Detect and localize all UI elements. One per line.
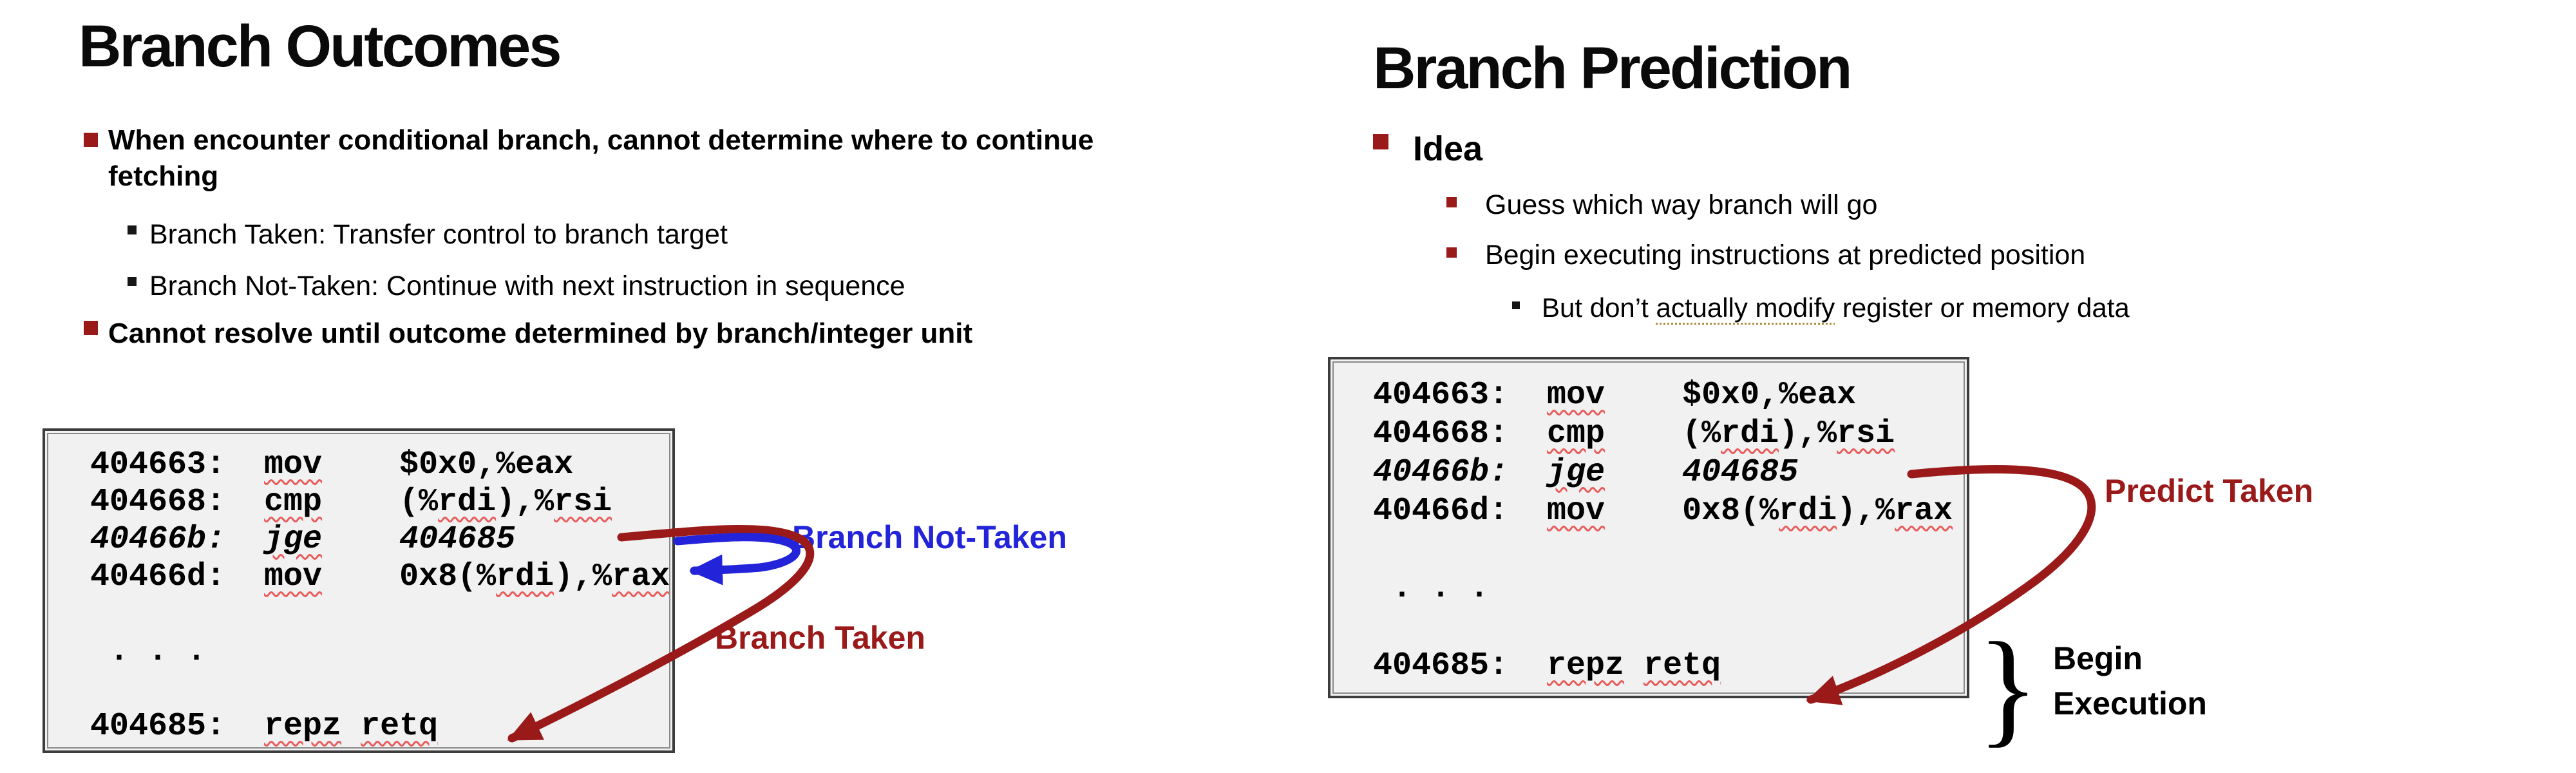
code-mnemonic: jge: [1547, 454, 1605, 491]
predict-taken-label: Predict Taken: [2105, 473, 2314, 509]
bullet-text: register or memory data: [1835, 292, 2130, 323]
code-operand: ),%: [1779, 415, 1837, 452]
code-mnemonic: mov: [1547, 493, 1605, 530]
code-blank-line: [90, 671, 672, 708]
code-register: rdi: [438, 484, 497, 520]
code-operand: $0x0,%eax: [322, 446, 574, 483]
code-operand: ),%: [496, 484, 554, 520]
code-ellipsis-line: . . .: [90, 633, 207, 670]
code-address: 40466d:: [90, 558, 265, 595]
code-ellipsis-line: . . .: [1373, 570, 1490, 607]
code-address: 40466b:: [90, 521, 265, 558]
code-mnemonic: repz: [1547, 647, 1625, 684]
code-mnemonic: mov: [264, 558, 323, 595]
left-code-box: 404663: mov $0x0,%eax 404668: cmp (%rdi)…: [43, 428, 675, 753]
code-mnemonic: repz: [264, 708, 342, 745]
left-slide-title: Branch Outcomes: [79, 14, 562, 79]
code-address: 40466b:: [1373, 454, 1548, 491]
bullet-text: When encounter conditional branch, canno…: [108, 124, 1094, 156]
code-blank-line: [1373, 608, 1967, 647]
begin-label: Begin: [2053, 640, 2143, 676]
code-mnemonic: mov: [1547, 377, 1605, 414]
bullet-text-underlined: actually modify: [1656, 292, 1835, 323]
code-mnemonic: jge: [264, 521, 323, 558]
bullet-item: Branch Not-Taken: Continue with next ins…: [149, 271, 905, 301]
code-address: 404668:: [90, 484, 265, 520]
right-slide-title: Branch Prediction: [1373, 35, 1852, 101]
code-line: 404685: repz retq: [1373, 647, 1967, 685]
code-register: rax: [612, 558, 670, 595]
code-address: 404663:: [1373, 377, 1548, 414]
branch-taken-label: Branch Taken: [715, 620, 925, 656]
code-space: [341, 708, 361, 745]
bullet-item: Cannot resolve until outcome determined …: [108, 318, 973, 349]
code-address: 40466d:: [1373, 493, 1548, 530]
code-line-jge: 40466b: jge 404685: [1373, 453, 1967, 492]
code-mnemonic: cmp: [264, 484, 323, 520]
bullet-square-icon: [1512, 301, 1520, 309]
code-register: rdi: [1721, 415, 1779, 452]
code-line: 40466d: mov 0x8(%rdi),%rax: [90, 558, 672, 596]
code-address: 404663:: [90, 446, 265, 483]
bullet-item: Guess which way branch will go: [1485, 189, 1878, 220]
branch-not-taken-label: Branch Not-Taken: [792, 519, 1067, 555]
code-line: 404668: cmp (%rdi),%rsi: [1373, 415, 1967, 453]
code-operand: (%: [322, 484, 439, 520]
bullet-square-icon: [84, 133, 98, 147]
code-operand: (%: [1605, 415, 1721, 452]
code-blank-line: [90, 596, 672, 633]
bullet-square-icon: [1446, 197, 1457, 207]
code-register: rdi: [496, 558, 554, 595]
bullet-item: Branch Taken: Transfer control to branch…: [149, 219, 728, 250]
code-line: 404663: mov $0x0,%eax: [90, 446, 672, 484]
code-address: 404685:: [90, 708, 265, 745]
code-address: 404668:: [1373, 415, 1548, 452]
curly-brace: }: [1977, 616, 2039, 759]
code-operand: 404685: [322, 521, 516, 558]
code-register: rdi: [1779, 493, 1837, 530]
code-line: 404685: repz retq: [90, 708, 672, 745]
bullet-square-icon: [1373, 134, 1388, 149]
code-space: [1624, 647, 1643, 684]
code-operand: 0x8(%: [322, 558, 497, 595]
code-operand: $0x0,%eax: [1605, 377, 1857, 414]
code-mnemonic: cmp: [1547, 415, 1605, 452]
code-operand: ),%: [554, 558, 612, 595]
bullet-item: But don’t actually modify register or me…: [1542, 291, 2130, 325]
right-code-box: 404663: mov $0x0,%eax 404668: cmp (%rdi)…: [1328, 357, 1969, 698]
code-operand: ),%: [1837, 493, 1895, 530]
code-mnemonic: retq: [361, 708, 439, 745]
code-operand: 404685: [1605, 454, 1799, 491]
branch-not-taken-arrow: [673, 533, 800, 586]
code-line: 40466d: mov 0x8(%rdi),%rax: [1373, 492, 1967, 531]
code-line: 404668: cmp (%rdi),%rsi: [90, 484, 672, 521]
bullet-item: Begin executing instructions at predicte…: [1485, 240, 2086, 271]
code-mnemonic: retq: [1643, 647, 1721, 684]
bullet-item: When encounter conditional branch, canno…: [108, 122, 1094, 195]
bullet-text: fetching: [108, 160, 219, 192]
code-address: 404685:: [1373, 647, 1548, 684]
code-register: rax: [1895, 493, 1953, 530]
bullet-square-icon: [128, 225, 137, 234]
code-line: 404663: mov $0x0,%eax: [1373, 376, 1967, 415]
code-operand: 0x8(%: [1605, 493, 1779, 530]
bullet-square-icon: [84, 321, 98, 335]
bullet-text: But don’t: [1542, 292, 1656, 323]
code-register: rsi: [1837, 415, 1895, 452]
bullet-item: Idea: [1413, 129, 1483, 168]
bullet-square-icon: [1446, 247, 1457, 258]
code-register: rsi: [554, 484, 612, 520]
bullet-square-icon: [128, 277, 137, 286]
code-line-jge: 40466b: jge 404685: [90, 521, 672, 558]
code-mnemonic: mov: [264, 446, 323, 483]
code-blank-line: [1373, 531, 1967, 569]
execution-label: Execution: [2053, 685, 2207, 721]
